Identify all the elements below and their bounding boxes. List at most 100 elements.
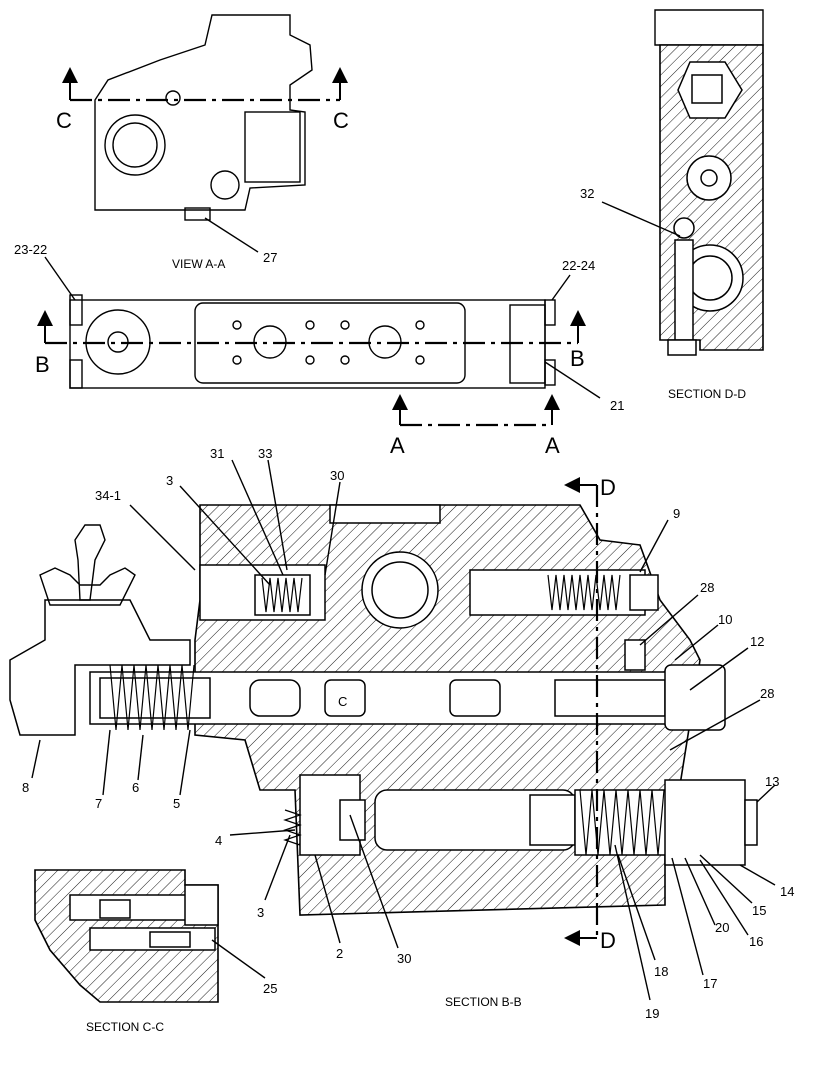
section-b-spring-upper-left — [261, 577, 303, 613]
leader-16 — [699, 859, 749, 936]
leader-28a — [639, 594, 699, 646]
plan-bolt-right-bottom — [544, 359, 556, 386]
section-b-spring-relief — [547, 574, 621, 611]
leader-31 — [231, 459, 284, 576]
callout-5: 5 — [173, 796, 180, 811]
view-a-port-inner — [112, 122, 158, 168]
section-b-relief-cap — [629, 574, 659, 611]
section-b-right-end-cap — [664, 664, 726, 731]
leader-25 — [211, 939, 266, 979]
leader-3a — [179, 485, 271, 586]
leader-27 — [204, 217, 259, 253]
leader-18 — [617, 854, 656, 961]
view-a-cap — [244, 111, 301, 183]
leader-17 — [671, 857, 704, 976]
section-b-spring-spool — [109, 664, 195, 731]
plan-bolt-holes — [232, 320, 425, 365]
callout-20: 20 — [715, 920, 729, 935]
section-b-spool-land-2 — [324, 679, 366, 717]
callout-10: 10 — [718, 612, 732, 627]
leader-34-1 — [129, 504, 196, 571]
section-b-boot — [39, 567, 136, 606]
leader-12 — [689, 647, 749, 691]
section-c-lower-poppet — [149, 931, 191, 948]
callout-28a: 28 — [700, 580, 714, 595]
leader-15 — [699, 854, 753, 904]
section-letter-d-top: D — [600, 475, 616, 500]
section-letter-c-left: C — [56, 108, 72, 133]
callout-13: 13 — [765, 774, 779, 789]
section-letter-b-left: B — [35, 352, 50, 377]
section-b-lever — [74, 524, 106, 601]
callout-12: 12 — [750, 634, 764, 649]
spool-mark: C — [338, 694, 347, 709]
callout-16: 16 — [749, 934, 763, 949]
leader-28b — [669, 699, 761, 751]
view-a-plug — [184, 207, 211, 221]
callout-18: 18 — [654, 964, 668, 979]
section-b-left-handle-housing — [9, 599, 191, 736]
leader-10 — [674, 624, 719, 661]
leader-2 — [314, 854, 341, 944]
section-b-lower-end-plug — [744, 799, 758, 846]
leader-20 — [684, 857, 716, 926]
section-d-caption: SECTION D-D — [668, 387, 746, 401]
callout-7: 7 — [95, 796, 102, 811]
callout-32: 32 — [580, 186, 594, 201]
view-a-caption: VIEW A-A — [172, 257, 225, 271]
leader-6 — [137, 734, 144, 781]
callout-8: 8 — [22, 780, 29, 795]
section-letter-b-right: B — [570, 346, 585, 371]
leader-32 — [601, 201, 681, 237]
leader-7 — [102, 729, 111, 796]
view-a-bolt-hole — [165, 90, 181, 106]
callout-14: 14 — [780, 884, 794, 899]
section-letter-d-bottom: D — [600, 928, 616, 953]
callout-6: 6 — [132, 780, 139, 795]
callout-25: 25 — [263, 981, 277, 996]
leader-3b — [264, 834, 291, 901]
section-b-spring-lower-left — [283, 809, 302, 846]
callout-2: 2 — [336, 946, 343, 961]
view-a-boss — [210, 170, 240, 200]
callout-3b: 3 — [257, 905, 264, 920]
callout-30b: 30 — [397, 951, 411, 966]
callout-23-22: 23-22 — [14, 242, 47, 257]
leader-21 — [544, 361, 601, 399]
plan-bolt-left-top — [69, 294, 83, 326]
callout-21: 21 — [610, 398, 624, 413]
leader-13 — [756, 784, 776, 803]
callout-22-24: 22-24 — [562, 258, 595, 273]
callout-17: 17 — [703, 976, 717, 991]
leader-8 — [31, 739, 41, 779]
leader-4 — [229, 829, 296, 836]
section-d-top-block — [654, 9, 764, 46]
section-d-port-upper-core — [700, 169, 718, 187]
leader-22-24 — [551, 274, 571, 301]
section-c-caption: SECTION C-C — [86, 1020, 164, 1034]
callout-30a: 30 — [330, 468, 344, 483]
view-a-housing-outline — [94, 14, 313, 211]
leader-30a — [324, 481, 341, 576]
section-b-lower-end-cap — [664, 779, 746, 866]
section-b-plug-28 — [624, 639, 646, 671]
section-d-port-lower-inner — [687, 255, 733, 301]
section-letter-c-right: C — [333, 108, 349, 133]
section-c-upper-plug — [184, 884, 219, 926]
section-b-spool-land-3 — [449, 679, 501, 717]
section-b-main-port-inner — [371, 561, 429, 619]
section-b-lower-spool-grip — [529, 794, 576, 846]
view-a-a: C C 27 VIEW A-A — [56, 14, 349, 271]
callout-28b: 28 — [760, 686, 774, 701]
view-b-plan: B B A A 23-22 22-24 21 — [14, 242, 624, 458]
callout-3a: 3 — [166, 473, 173, 488]
callout-4: 4 — [215, 833, 222, 848]
view-a-port-outer — [104, 114, 166, 176]
callout-27: 27 — [263, 250, 277, 265]
section-d-passage — [674, 239, 694, 341]
callout-19: 19 — [645, 1006, 659, 1021]
section-b-spool-right — [554, 679, 666, 717]
section-b-b: C D D 31 33 3 34-1 30 9 28 10 — [9, 446, 794, 1021]
section-letter-a-right: A — [545, 433, 560, 458]
